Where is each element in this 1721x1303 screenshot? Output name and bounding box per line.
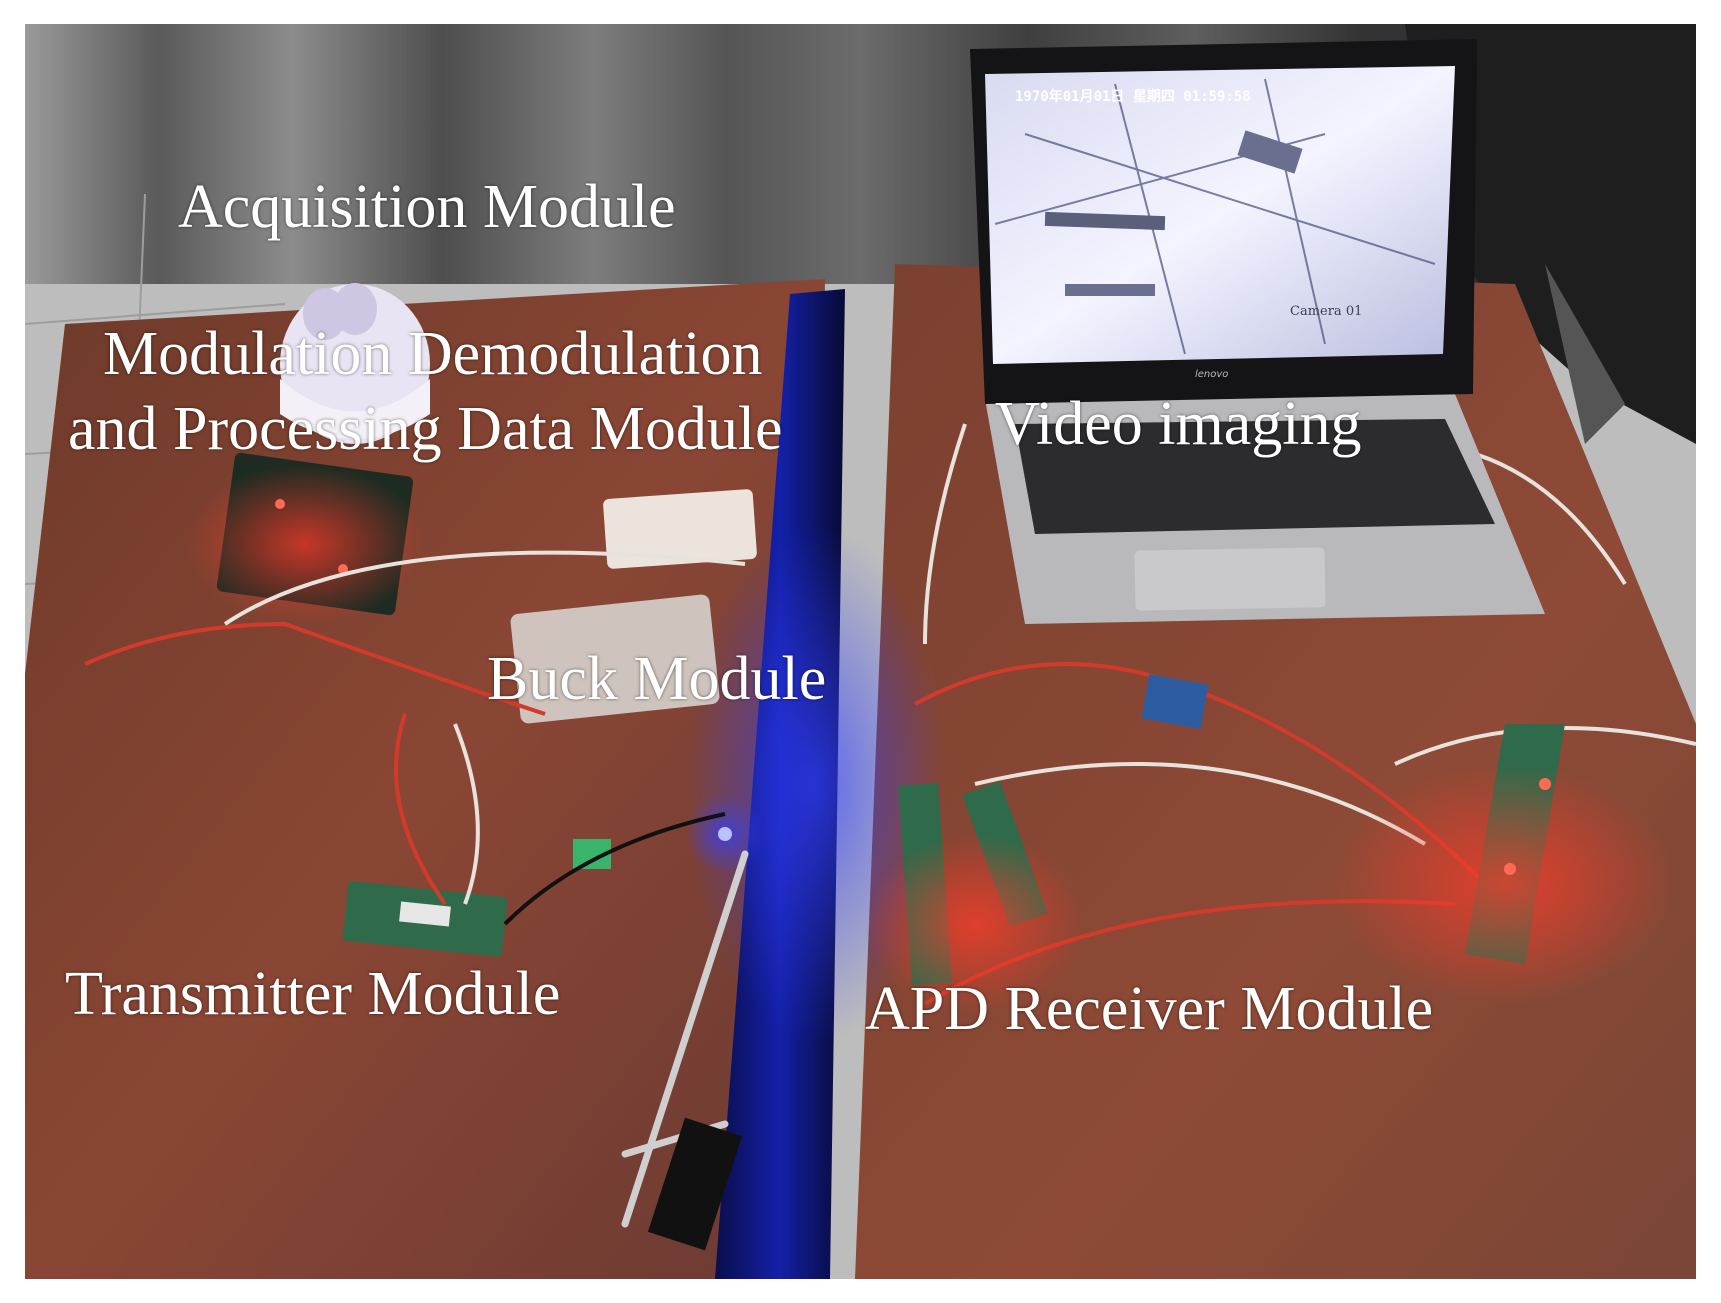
label-modulation-line1: Modulation Demodulation <box>103 320 763 388</box>
screen-timestamp: 1970年01月01日 星期四 01:59:58 <box>1015 89 1251 105</box>
label-video-imaging: Video imaging <box>995 390 1362 458</box>
screen-camera-name: Camera 01 <box>1290 304 1363 319</box>
label-modulation-line2: and Processing Data Module <box>68 395 783 463</box>
label-buck-module: Buck Module <box>487 645 827 713</box>
label-transmitter-module: Transmitter Module <box>65 960 561 1028</box>
label-acquisition-module: Acquisition Module <box>178 173 676 241</box>
laptop-brand: lenovo <box>1195 369 1229 380</box>
lab-setup-photo <box>25 24 1696 1279</box>
figure-photo: 1970年01月01日 星期四 01:59:58 Camera 01 lenov… <box>25 24 1696 1279</box>
label-apd-receiver-module: APD Receiver Module <box>865 975 1434 1043</box>
